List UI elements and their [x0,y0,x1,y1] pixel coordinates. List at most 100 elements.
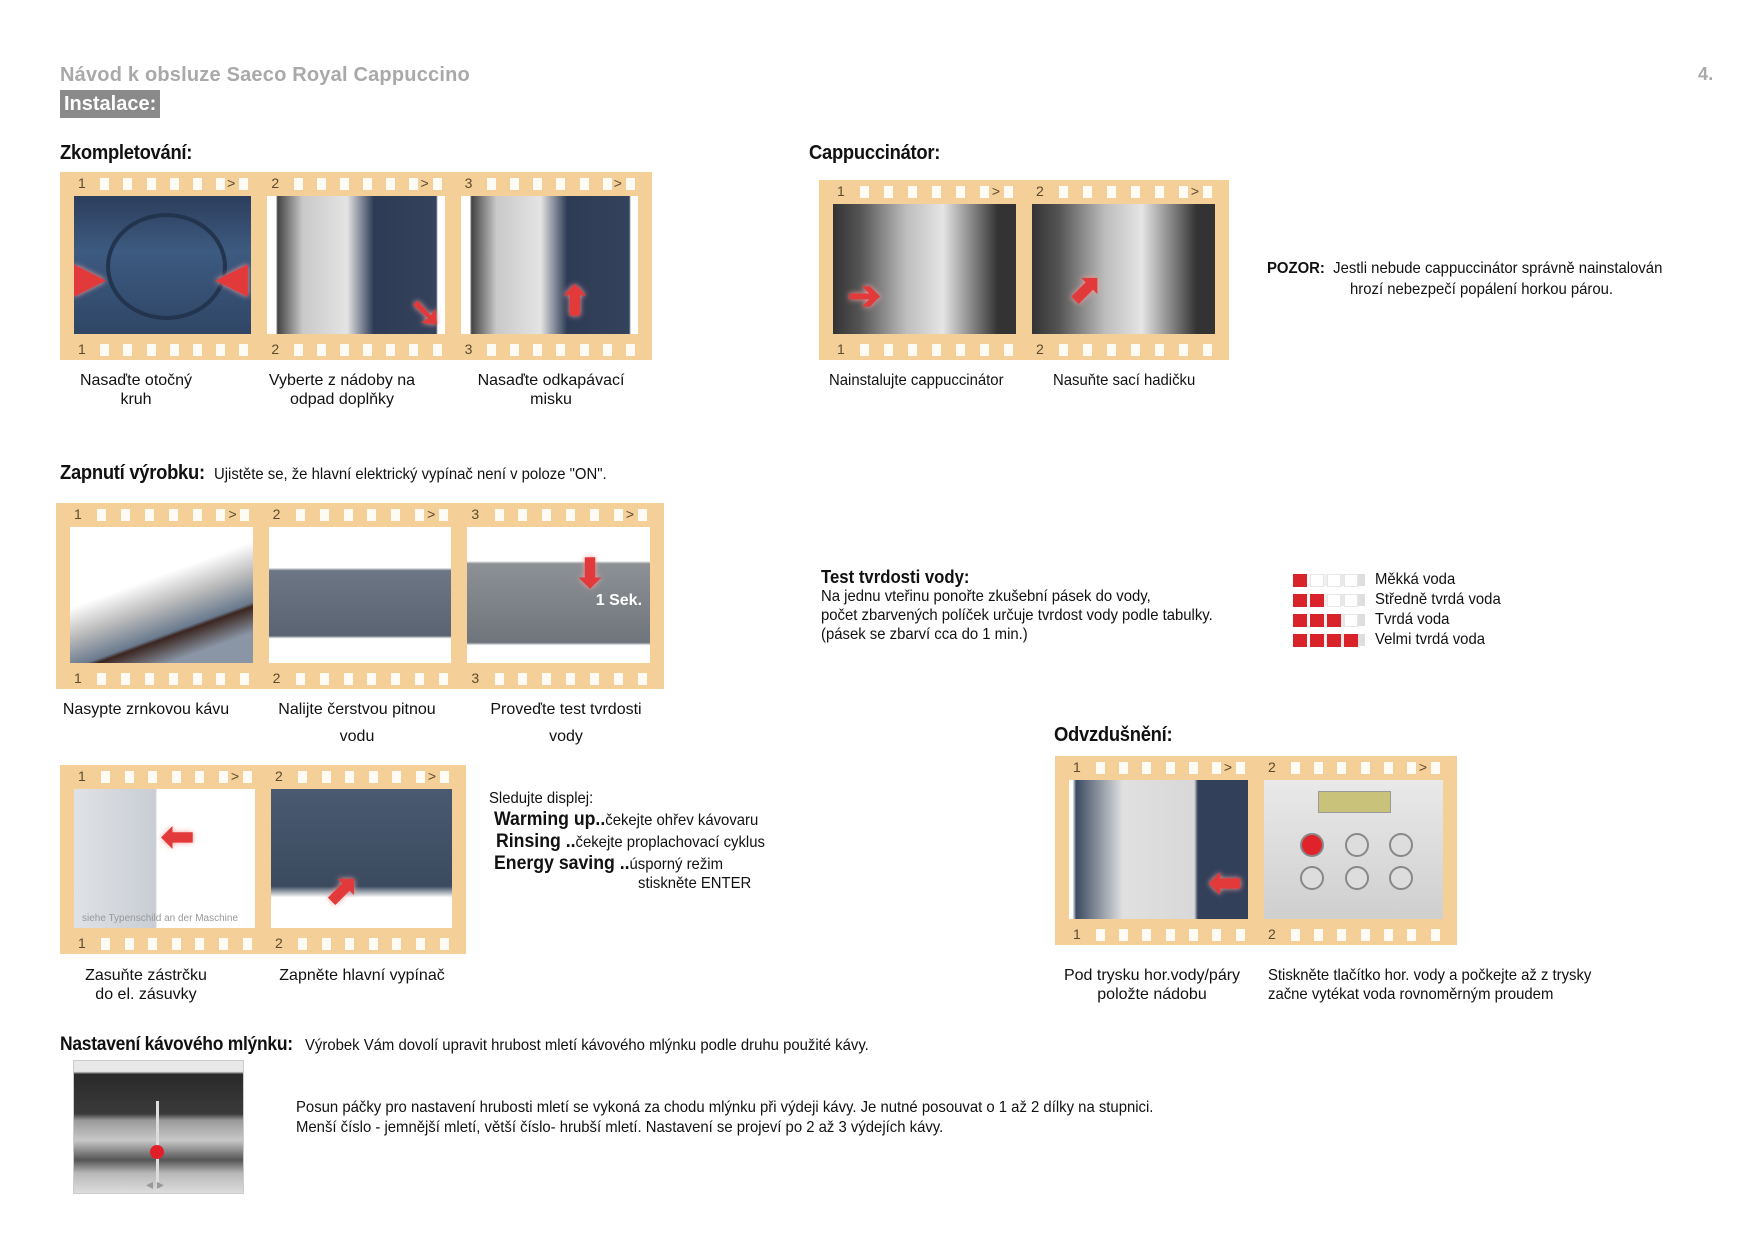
red-arrow-icon: ⬇ [573,552,607,597]
mlynek-header: Nastavení kávového mlýnku: Výrobek Vám d… [60,1034,912,1056]
step-photo: ➔ [833,204,1016,334]
sprocket-holes [1065,929,1252,941]
step-photo [268,527,452,663]
caption-line: Zasuňte zástrčku [85,967,207,984]
frame-number: 1 [72,670,84,686]
frame-number: 2 [270,506,283,522]
rotating-ring [105,212,228,320]
grinder-marker [150,1145,164,1159]
next-arrow-icon: > [611,175,624,191]
display-instructions: Sledujte displej: Warming up..čekejte oh… [489,789,785,893]
heading-odvzdusneni: Odvzdušnění: [1054,724,1173,746]
next-arrow-icon: > [1416,759,1429,775]
hardness-test: Test tvrdosti vody: Na jednu vteřinu pon… [821,568,1242,644]
caption-line: misku [530,391,572,408]
step-photo: ⬇1 Sek. [467,527,651,663]
panel-button [1344,832,1369,857]
frame-number: 2 [273,768,285,784]
frame-number: 2 [269,341,282,357]
legend-row: Měkká voda [1293,570,1510,589]
film-frame: 1 1 >⬅ [1065,756,1252,945]
red-arrow-icon: ⬆ [558,279,592,324]
frame-number: 2 [270,670,283,686]
caption-line: odpad doplňky [289,391,395,408]
frame-number: 1 [835,183,847,199]
frame-number: 3 [469,670,482,686]
display-screen [1317,791,1392,813]
step-photo: ➘ [267,196,445,334]
caption-attach-tube: Nasuňte sací hadičku [1053,372,1196,389]
red-arrow-icon: ▶ [74,256,105,301]
sprocket-holes [66,673,257,685]
grinder-photo [73,1060,244,1194]
legend-label: Tvrdá voda [1375,611,1450,628]
legend-label: Měkká voda [1375,571,1456,588]
film-frame: 2 2 >⬈ [267,765,456,954]
heading-mlynek: Nastavení kávového mlýnku: [60,1034,293,1055]
legend-row: Středně tvrdá voda [1293,590,1510,609]
photo-note: siehe Typenschild an der Maschine [82,913,239,924]
next-arrow-icon: > [225,175,238,191]
next-arrow-icon: > [1188,183,1201,199]
film-strip-assembly: 1 1 >▶◀ 2 2 >➘ 3 3 >⬆ [60,172,652,360]
next-arrow-icon: > [418,175,431,191]
frame-number: 1 [1071,926,1083,942]
display-text: čekejte ohřev kávovaru [605,812,759,829]
warning-text: POZOR: Jestli nebude cappuccinátor správ… [1267,259,1662,278]
red-arrow-icon: ➘ [409,290,443,334]
caption-line: vody [549,728,583,745]
display-extra: stiskněte ENTER [638,875,752,892]
caption-line: do el. zásuvky [95,986,197,1003]
frame-number: 1 [76,175,88,191]
caption-line: Nalijte čerstvou pitnou [278,701,436,718]
next-arrow-icon: > [425,506,438,522]
warning-line-2: hrozí nebezpečí popálení horkou párou. [1350,281,1614,298]
step-photo [70,527,253,663]
mlynek-intro: Výrobek Vám dovolí upravit hrubost mletí… [305,1037,870,1054]
film-frame: 2 2 > [1260,756,1447,945]
caption-line: Vyberte z nádoby na [268,372,416,389]
frame-number: 3 [462,341,475,357]
panel-button [1344,866,1369,891]
step-photo: ⬈ [271,789,452,928]
step-photo: ⬆ [460,196,638,334]
film-frame: 1 1 >▶◀ [70,172,255,360]
sprocket-holes [265,673,456,685]
step-photo: ⬅siehe Typenschild an der Maschine [74,789,255,928]
film-strip-venting: 1 1 >⬅ 2 2 > [1055,756,1457,945]
film-frame: 2 2 >➘ [263,172,448,360]
frame-number: 1 [76,768,88,784]
next-arrow-icon: > [425,768,438,784]
sprocket-holes [1028,344,1219,356]
sprocket-holes [457,344,642,356]
frame-number: 1 [1071,759,1083,775]
panel-button [1389,832,1414,857]
frame-number: 2 [1034,341,1046,357]
sprocket-holes [463,673,654,685]
caption-line: kruh [120,391,152,408]
sprocket-holes [70,344,255,356]
display-key: Warming up.. [494,809,606,830]
frame-number: 1 [76,935,88,951]
red-arrow-icon: ⬅ [1208,861,1242,906]
hardness-line: počet zbarvených políček určuje tvrdost … [821,607,1213,624]
warning-line: Jestli nebude cappuccinátor správně nain… [1333,260,1663,277]
legend-label: Středně tvrdá voda [1375,591,1501,608]
red-arrow-icon: ⬈ [1068,267,1103,311]
sprocket-holes [263,344,448,356]
film-strip-plug: 1 1 >⬅siehe Typenschild an der Maschine … [60,765,466,954]
film-frame: 1 1 >➔ [829,180,1020,360]
caption-step-2: Vyberte z nádoby na odpad doplňky [252,371,432,409]
sprocket-holes [70,938,259,950]
red-arrow-icon: ➔ [847,273,882,318]
frame-number: 3 [469,506,482,522]
page-number: 4. [1698,64,1714,84]
next-arrow-icon: > [226,506,239,522]
section-label: Instalace: [60,90,161,118]
heading-zkompletovani: Zkompletování: [60,142,193,164]
